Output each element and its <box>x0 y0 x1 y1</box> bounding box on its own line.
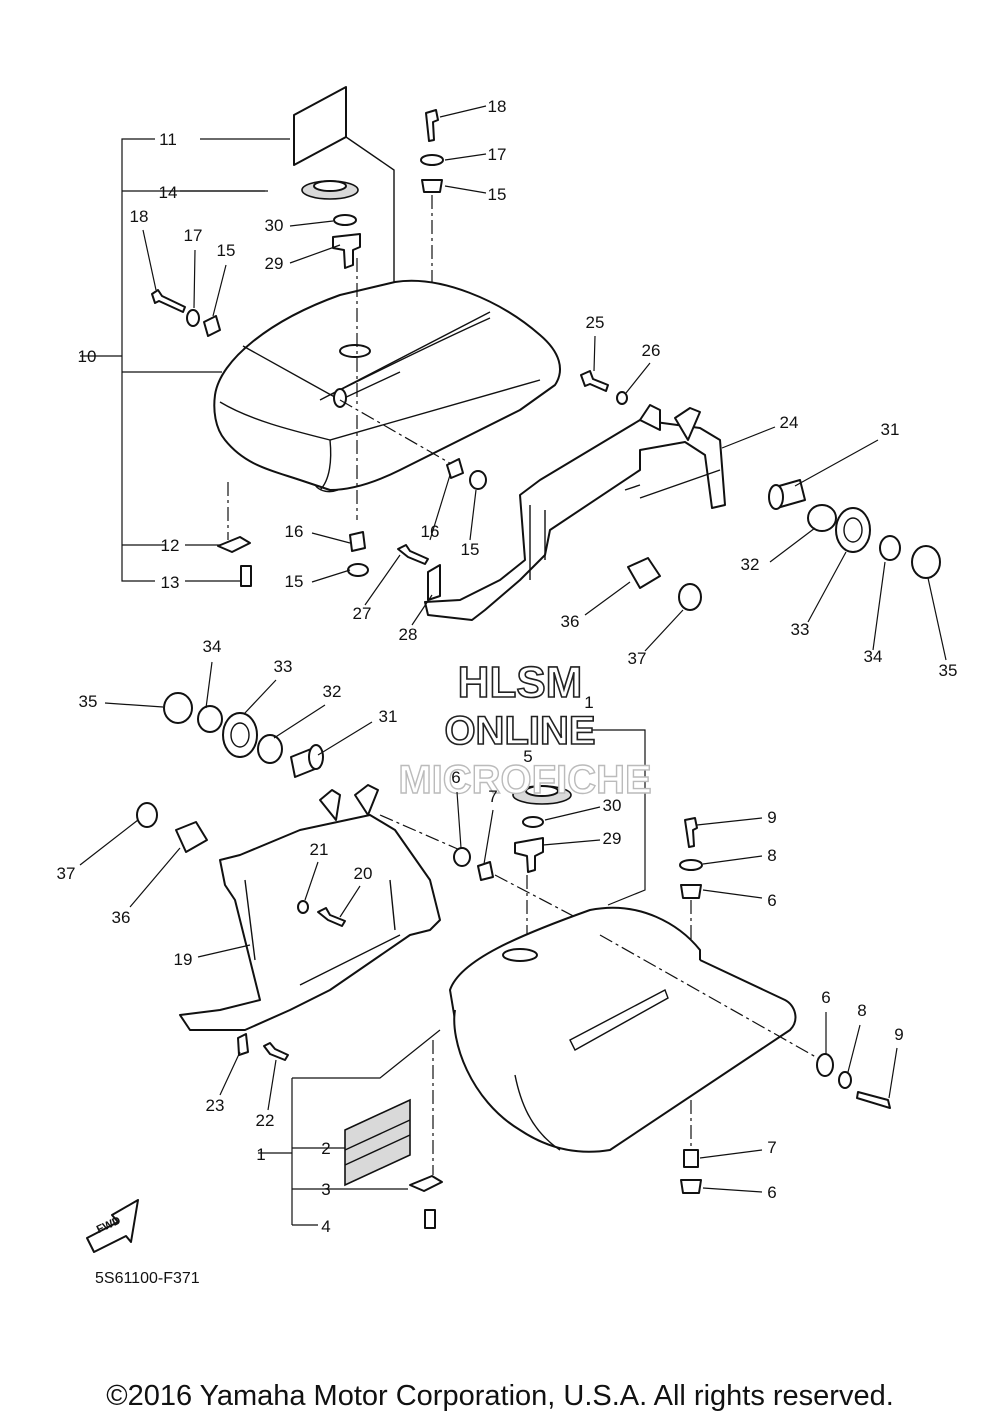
callout-16-left: 16 <box>285 522 304 541</box>
callout-13: 13 <box>161 573 180 592</box>
callout-15-top: 15 <box>488 185 507 204</box>
callout-6-lower-left: 6 <box>451 768 460 787</box>
callout-6-top-right: 6 <box>767 891 776 910</box>
watermark-line1: HLSM <box>458 658 583 707</box>
callout-19: 19 <box>174 950 193 969</box>
callout-25: 25 <box>586 313 605 332</box>
callout-15-mid: 15 <box>461 540 480 559</box>
saddlebag-upper-assembly <box>80 86 941 621</box>
callout-24: 24 <box>780 413 799 432</box>
callout-9-top: 9 <box>767 808 776 827</box>
watermark-line3: MICROFICHE <box>398 758 651 802</box>
watermark: HLSM ONLINE MICROFICHE <box>398 657 653 803</box>
callout-11: 11 <box>159 130 177 149</box>
callout-18-left: 18 <box>130 207 149 226</box>
callout-33-left: 33 <box>274 657 293 676</box>
callout-15-lower: 15 <box>285 572 304 591</box>
callout-34-left: 34 <box>203 637 222 656</box>
callout-1: 1 <box>256 1145 265 1164</box>
callout-32-right: 32 <box>741 555 760 574</box>
callout-37-upper: 37 <box>628 649 647 668</box>
callout-2: 2 <box>321 1139 330 1158</box>
callout-30-lower: 30 <box>603 796 622 815</box>
callout-36-upper: 36 <box>561 612 580 631</box>
callout-8-right: 8 <box>857 1001 866 1020</box>
callout-21: 21 <box>310 840 329 859</box>
callout-7-bottom: 7 <box>767 1138 776 1157</box>
callout-29-lower: 29 <box>603 829 622 848</box>
callout-16-mid: 16 <box>421 522 440 541</box>
callout-1-top: 1 <box>584 693 593 712</box>
saddlebag-lower-assembly <box>136 692 891 1229</box>
callout-4: 4 <box>321 1217 330 1236</box>
callout-31-left: 31 <box>379 707 398 726</box>
callout-3: 3 <box>321 1180 330 1199</box>
callout-23: 23 <box>206 1096 225 1115</box>
callout-36-lower: 36 <box>112 908 131 927</box>
callout-12: 12 <box>161 536 180 555</box>
callout-33-right: 33 <box>791 620 810 639</box>
callout-18-top: 18 <box>488 97 507 116</box>
fwd-arrow-icon: FWD <box>86 1199 139 1253</box>
callout-17-left: 17 <box>184 226 203 245</box>
leader-lines <box>79 105 947 1193</box>
callout-labels: 11 14 18 17 15 30 29 18 17 15 10 25 26 2… <box>57 97 958 1236</box>
callout-37-lower: 37 <box>57 864 76 883</box>
callout-15-left: 15 <box>217 241 236 260</box>
callout-14: 14 <box>159 183 178 202</box>
callout-10: 10 <box>78 347 97 366</box>
callout-34-right: 34 <box>864 647 883 666</box>
callout-6-right: 6 <box>821 988 830 1007</box>
callout-30-upper: 30 <box>265 216 284 235</box>
callout-32-left: 32 <box>323 682 342 701</box>
copyright-notice: ©2016 Yamaha Motor Corporation, U.S.A. A… <box>106 1380 894 1412</box>
callout-26: 26 <box>642 341 661 360</box>
callout-35-right: 35 <box>939 661 958 680</box>
callout-35-left: 35 <box>79 692 98 711</box>
callout-6-bottom: 6 <box>767 1183 776 1202</box>
callout-5: 5 <box>523 747 532 766</box>
callout-28: 28 <box>399 625 418 644</box>
callout-20: 20 <box>354 864 373 883</box>
callout-22: 22 <box>256 1111 275 1130</box>
callout-9-right: 9 <box>894 1025 903 1044</box>
callout-27: 27 <box>353 604 372 623</box>
diagram-code: 5S61100-F371 <box>95 1270 200 1287</box>
callout-7-lower-left: 7 <box>488 787 497 806</box>
callout-29-upper: 29 <box>265 254 284 273</box>
callout-8-top: 8 <box>767 846 776 865</box>
callout-17-top: 17 <box>488 145 507 164</box>
callout-31-right: 31 <box>881 420 900 439</box>
watermark-line2: ONLINE <box>444 709 595 753</box>
